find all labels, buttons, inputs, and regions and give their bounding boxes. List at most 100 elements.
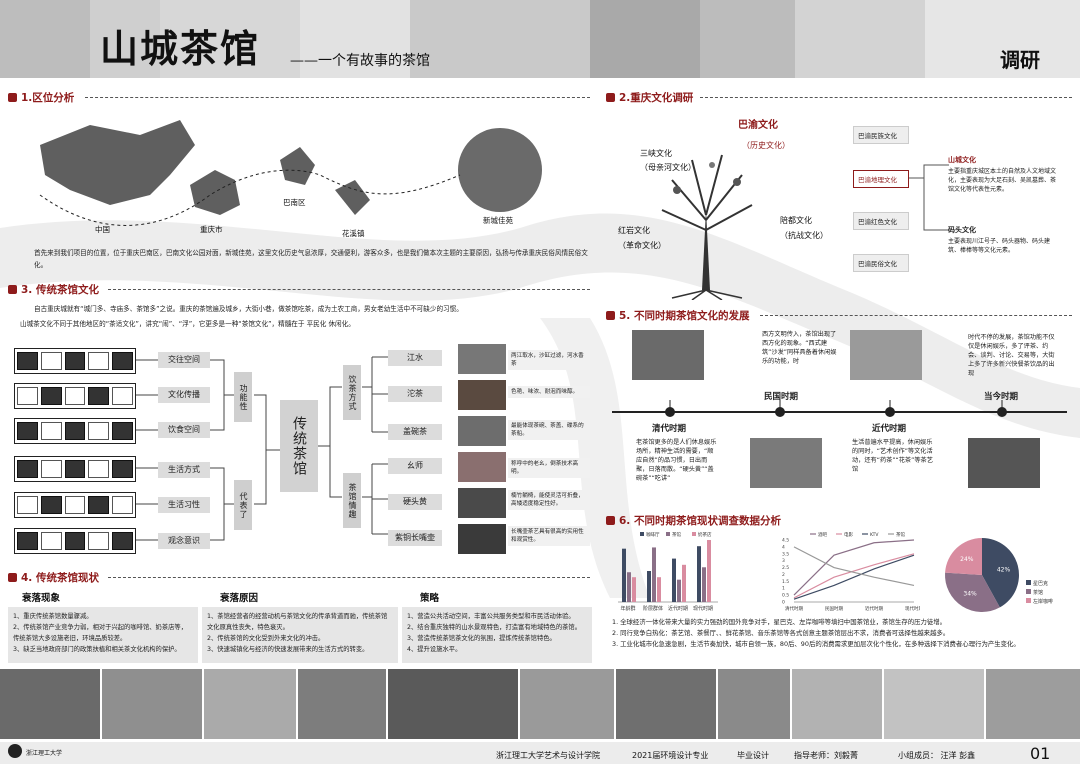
culture-box: 巴渝红色文化 xyxy=(853,212,909,230)
function-label: 观念意识 xyxy=(158,533,210,549)
location-map xyxy=(39,120,542,226)
period-label: 民国时期 xyxy=(764,392,799,402)
y-tick-label: 2 xyxy=(782,572,785,578)
period-photo xyxy=(750,438,822,488)
bar xyxy=(657,577,661,602)
legend-label: 茶馆 xyxy=(1033,589,1043,596)
culture-hongyan-sub: （革命文化） xyxy=(618,241,666,250)
tea-desc: 称呼中的老幺，倒茶技术高明。 xyxy=(508,458,590,478)
header-photo xyxy=(90,0,160,78)
pie-slice xyxy=(945,538,982,575)
legend-swatch xyxy=(1026,589,1031,594)
legend-swatch xyxy=(1026,580,1031,585)
period-photo xyxy=(632,330,704,380)
legend-label: 左岸咖啡 xyxy=(1033,598,1053,605)
tea-photo xyxy=(458,488,506,518)
bar xyxy=(627,572,631,602)
culture-icon xyxy=(112,387,133,405)
matou-box: 码头文化 主要表现川江号子、码头器物、码头建筑、棒棒等等文化元素。 xyxy=(948,225,1060,255)
idea-icon xyxy=(40,532,62,550)
bottom-photo xyxy=(388,669,518,739)
column-head: 策略 xyxy=(420,593,440,604)
matou-text: 主要表现川江号子、码头器物、码头建筑、棒棒等等文化元素。 xyxy=(948,238,1051,254)
idea-icon xyxy=(64,532,86,550)
legend-label: 酒吧 xyxy=(818,531,827,538)
tick-label: 近代时期 xyxy=(865,605,883,612)
legend-swatch xyxy=(640,532,644,536)
habit-icon xyxy=(40,496,62,514)
site-circle xyxy=(458,128,542,212)
idea-icon xyxy=(88,532,110,550)
culture-sanxia-sub: （母亲河文化） xyxy=(640,163,696,172)
social-icon xyxy=(17,352,38,370)
bar xyxy=(622,548,626,602)
tea-label: 硬头黄 xyxy=(388,494,442,510)
pie-label: 34% xyxy=(963,591,977,598)
bottom-photo xyxy=(718,669,790,739)
tea-desc: 色艳、味浓、耐泡而味醇。 xyxy=(508,386,590,398)
tea-photo xyxy=(458,524,506,554)
function-label: 生活方式 xyxy=(158,462,210,478)
pie-slice xyxy=(945,572,1000,612)
map-label: 中国 xyxy=(95,225,110,234)
culture-hongyan: 红岩文化 xyxy=(618,226,650,235)
legend-label: 奶茶店 xyxy=(698,531,712,538)
header-photo xyxy=(590,0,700,78)
page-tag: 调研 xyxy=(1000,48,1040,72)
icon-row xyxy=(14,383,136,409)
bottom-photo xyxy=(884,669,984,739)
header-photo xyxy=(300,0,410,78)
bottom-photo xyxy=(792,669,882,739)
house-icon xyxy=(606,93,615,102)
tea-photo xyxy=(458,452,506,482)
series-line xyxy=(793,553,915,599)
icon-row xyxy=(14,456,136,482)
bar xyxy=(677,579,681,602)
header-photo xyxy=(0,0,90,78)
period-label: 清代时期 xyxy=(652,424,687,434)
tree-illustration xyxy=(661,154,753,300)
culture-box: 巴渝民族文化 xyxy=(853,126,909,144)
y-tick-label: 3 xyxy=(782,558,785,564)
life-icon xyxy=(64,460,86,478)
icon-row xyxy=(14,348,136,374)
icon-row xyxy=(14,492,136,518)
decline-phenomena: 1、重庆传统茶馆数量骤减。 2、传统茶馆产业竞争力弱，相对于兴起的咖啡馆、奶茶店… xyxy=(8,607,198,663)
food-icon xyxy=(112,422,133,440)
tree-connectors-right xyxy=(318,356,388,535)
series-line xyxy=(793,539,915,596)
header-photo xyxy=(160,0,300,78)
culture-box: 巴渝民俗文化 xyxy=(853,254,909,272)
tea-label: 幺师 xyxy=(388,458,442,474)
period-photo xyxy=(968,438,1040,488)
period-label: 近代时期 xyxy=(872,424,907,434)
tea-desc: 最能体现茶碗、茶盖、碟系的茶船。 xyxy=(508,420,590,440)
house-icon xyxy=(8,573,17,582)
map-label: 重庆市 xyxy=(200,225,223,234)
culture-main-sub: （历史文化） xyxy=(742,141,790,150)
tick-label: 民国时期 xyxy=(825,605,843,612)
feel-group-label: 茶馆情趣 xyxy=(343,473,361,528)
header-photo xyxy=(925,0,1080,78)
cup-icon xyxy=(40,422,62,440)
footer-teacher: 指导老师：刘毅菁 xyxy=(794,751,858,760)
page-number: 01 xyxy=(1030,744,1051,763)
legend-label: 咖啡厅 xyxy=(646,531,660,538)
tea-culture-text-1: 自古重庆城就有“城门多、寺庙多、茶馆多”之说。重庆的茶馆遍及城乡，大街小巷，做茶… xyxy=(34,305,463,313)
footer-major: 2021届环境设计专业 xyxy=(632,751,709,760)
footer-members: 小组成员： 汪洋 彭鑫 xyxy=(898,751,976,760)
house-icon xyxy=(8,285,17,294)
drink-group-label: 饮茶方式 xyxy=(343,365,361,420)
idea-icon xyxy=(17,532,38,550)
header-photo xyxy=(410,0,590,78)
legend-label: 星巴克 xyxy=(1033,581,1048,587)
house-icon xyxy=(606,311,615,320)
period-photo xyxy=(850,330,922,380)
tea-photo xyxy=(458,380,506,410)
location-text: 首先来到我们项目的位置，位于重庆巴南区，巴南文化公园对面，新城佳苑，这里文化历史… xyxy=(34,249,588,269)
divider xyxy=(700,97,1072,98)
series-line xyxy=(793,554,915,600)
legend-label: 茶馆 xyxy=(896,531,905,538)
tick-label: 阶层群体 xyxy=(643,605,663,612)
bottom-photo xyxy=(204,669,296,739)
